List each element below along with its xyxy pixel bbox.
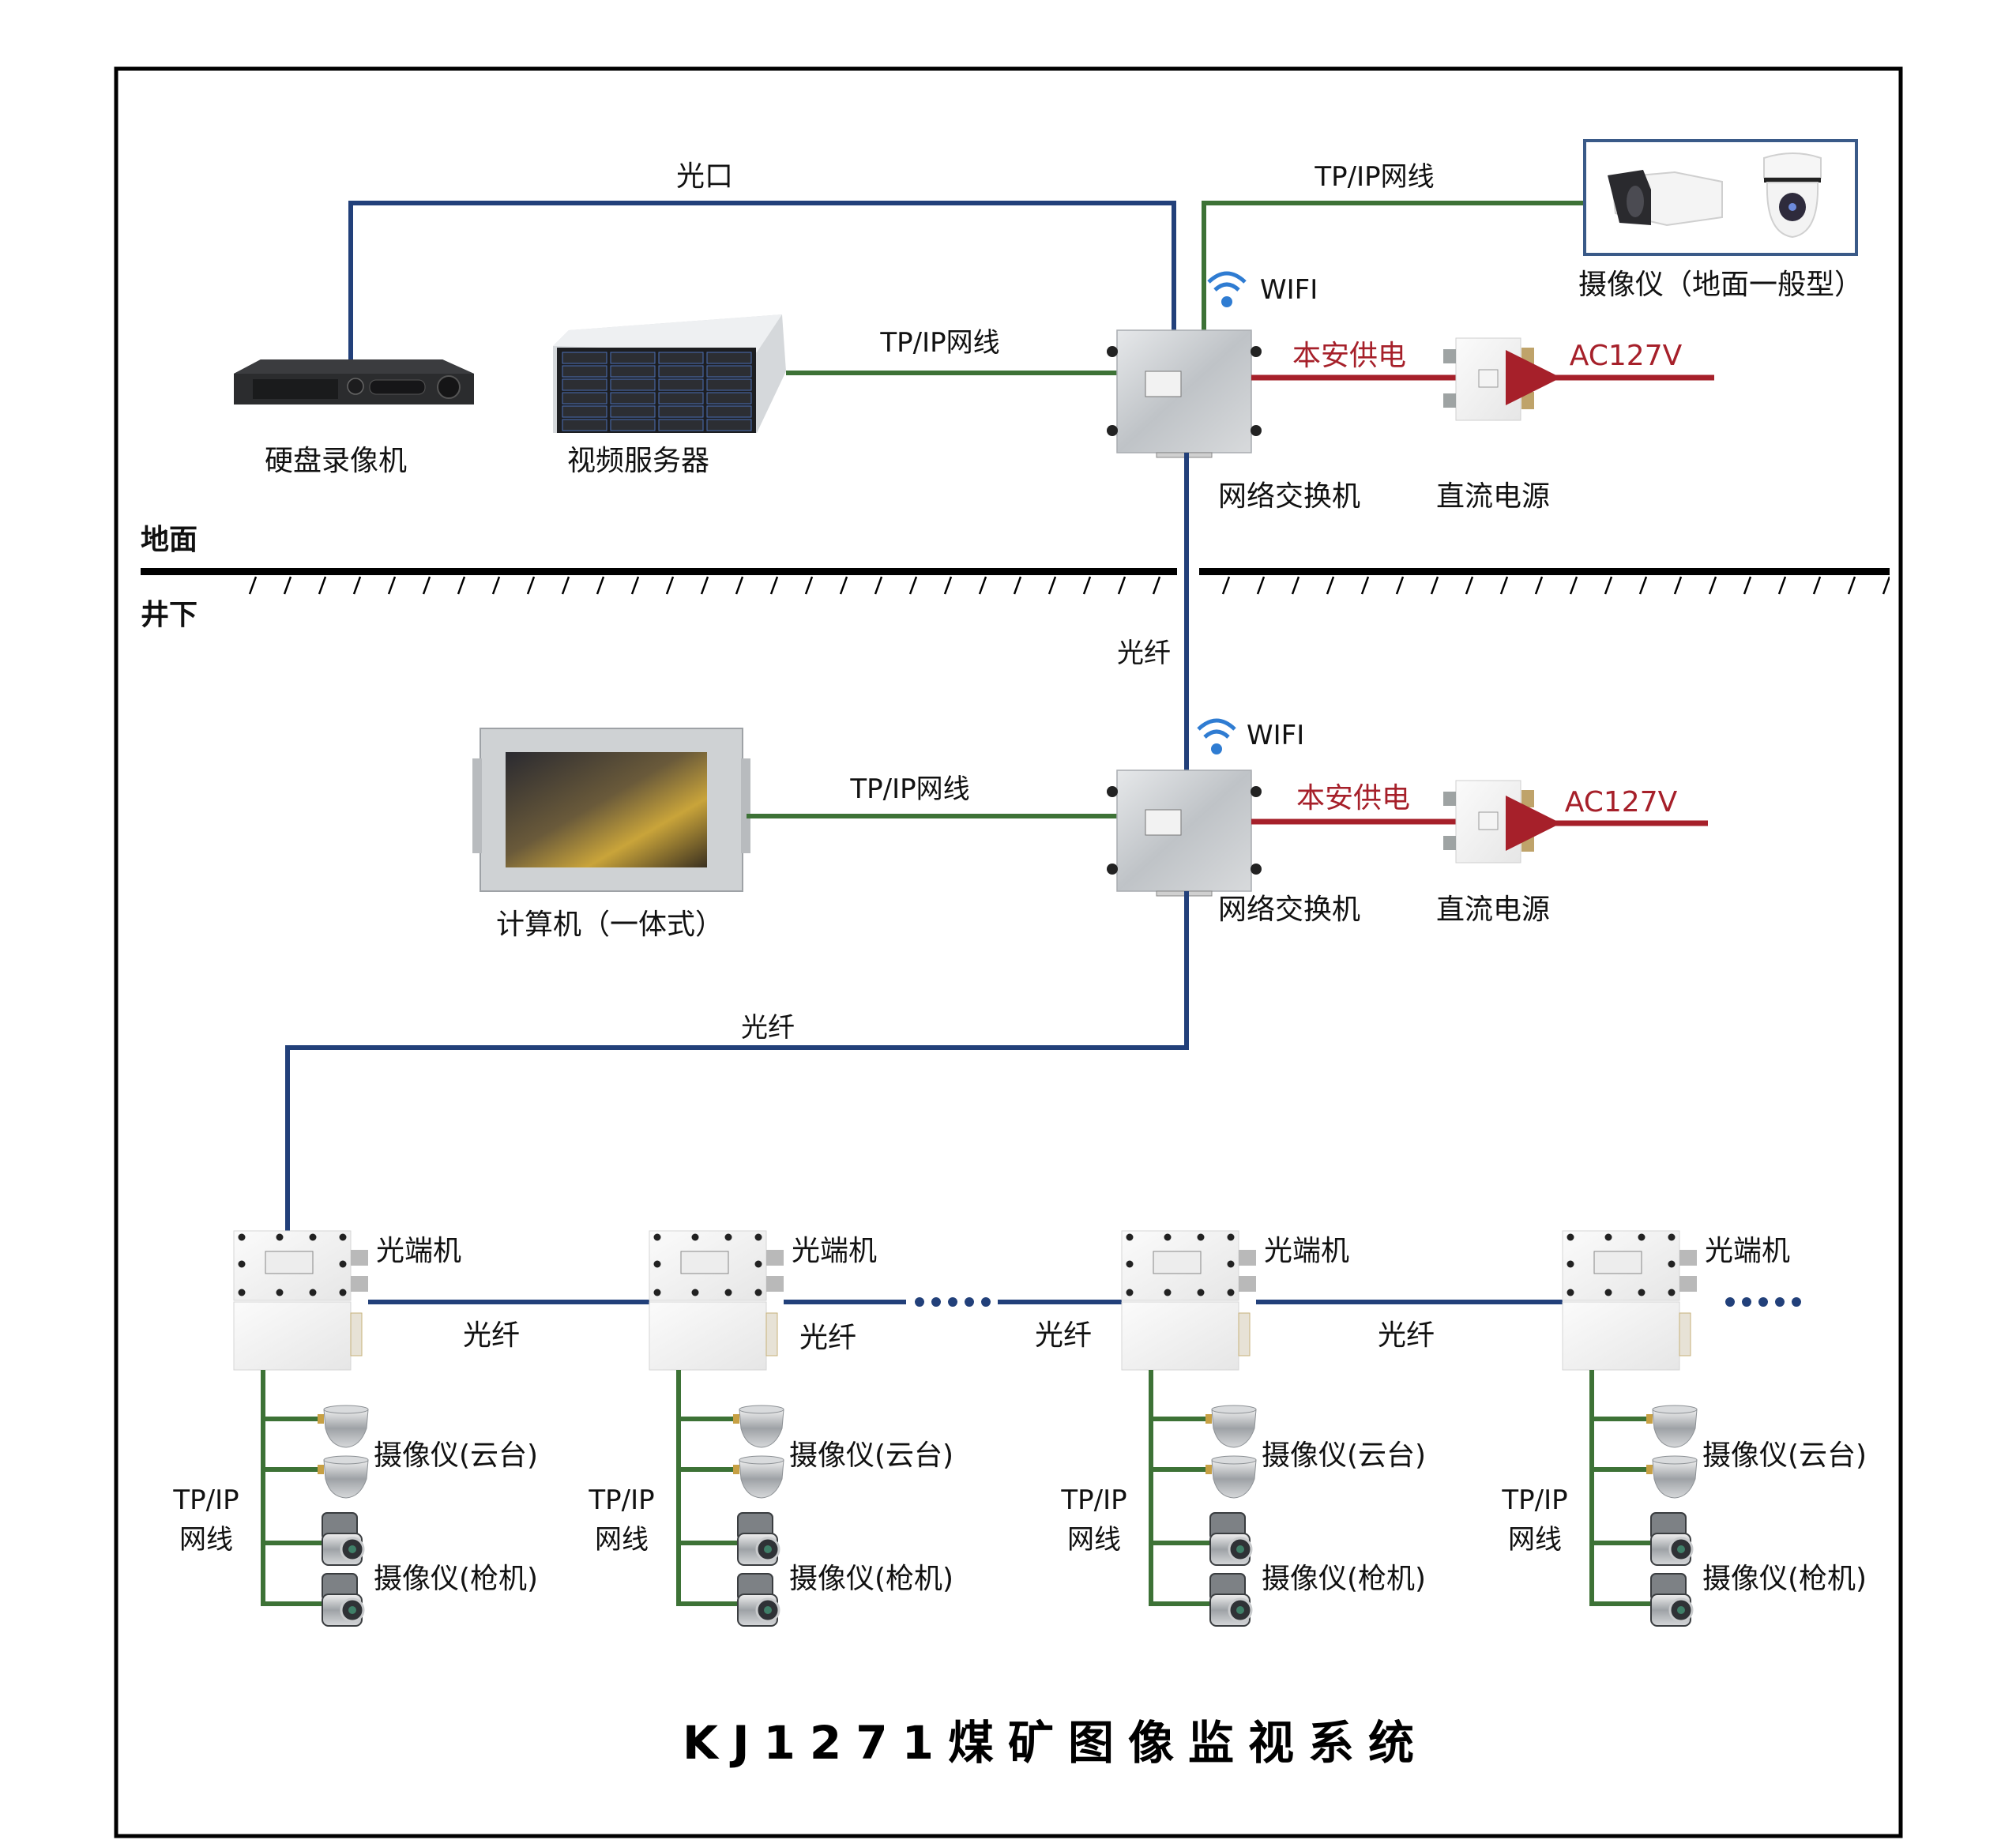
ptz-camera-icon bbox=[733, 1455, 784, 1499]
fiber-link-3-4-label: 光纤 bbox=[1378, 1319, 1435, 1352]
ptz-camera-icon bbox=[1205, 1455, 1257, 1499]
fiber-link-1-2-label: 光纤 bbox=[463, 1319, 520, 1352]
trunk-fiber-label: 光纤 bbox=[1117, 638, 1171, 669]
optical-terminal-device bbox=[233, 1230, 368, 1371]
underground-zone-label: 井下 bbox=[141, 599, 197, 631]
bullet-camera-icon bbox=[737, 1512, 780, 1566]
bullet-camera-label: 摄像仪(枪机) bbox=[1262, 1563, 1426, 1595]
surface-dc-power-device bbox=[1443, 337, 1534, 421]
surface-switch-label: 网络交换机 bbox=[1218, 480, 1360, 513]
underground-dc-power-device bbox=[1443, 780, 1534, 864]
bullet-camera-icon bbox=[737, 1573, 780, 1627]
bullet-camera-label: 摄像仪(枪机) bbox=[1702, 1563, 1867, 1595]
nvr-device bbox=[234, 359, 474, 404]
ptz-camera-icon bbox=[318, 1455, 369, 1499]
network-cable-label-line1: TP/IP bbox=[1060, 1484, 1126, 1516]
ptz-camera-icon bbox=[1205, 1405, 1257, 1448]
fiber-tail-dots bbox=[1725, 1297, 1801, 1307]
branch-fiber-label: 光纤 bbox=[741, 1012, 795, 1044]
ptz-camera-label: 摄像仪(云台) bbox=[374, 1439, 538, 1472]
bullet-camera-icon bbox=[1209, 1512, 1253, 1566]
surface-camera-label: 摄像仪（地面一般型） bbox=[1578, 269, 1863, 301]
ptz-camera-label: 摄像仪(云台) bbox=[1262, 1439, 1426, 1472]
underground-wifi-label: WIFI bbox=[1247, 720, 1304, 751]
ptz-camera-icon bbox=[733, 1405, 784, 1448]
optical-terminal-label: 光端机 bbox=[376, 1235, 461, 1267]
underground-ac-input-label: AC127V bbox=[1565, 786, 1678, 818]
bullet-camera-icon bbox=[322, 1573, 365, 1627]
surface-power-label: 直流电源 bbox=[1436, 480, 1550, 513]
industrial-computer-device bbox=[472, 728, 750, 892]
diagram-title: KJ1271煤矿图像监视系统 bbox=[683, 1716, 1428, 1770]
network-cable-label-line2: 网线 bbox=[1067, 1524, 1121, 1556]
video-server-device bbox=[553, 314, 786, 433]
ground-line-left bbox=[141, 568, 1177, 575]
branch-fiber bbox=[285, 891, 1189, 1232]
optical-terminal-device bbox=[1562, 1230, 1697, 1371]
fiber-link-ellipsis-3-label: 光纤 bbox=[1035, 1319, 1092, 1352]
surface-ac-input-label: AC127V bbox=[1570, 340, 1683, 372]
network-cable-label-line1: TP/IP bbox=[588, 1484, 654, 1516]
bullet-camera-label: 摄像仪(枪机) bbox=[789, 1563, 953, 1595]
server-switch-link-label: TP/IP网线 bbox=[879, 327, 999, 359]
computer-label: 计算机（一体式） bbox=[496, 909, 724, 941]
surface-zone-label: 地面 bbox=[141, 524, 197, 556]
computer-switch-link-label: TP/IP网线 bbox=[849, 773, 969, 805]
diagram-frame bbox=[114, 66, 1903, 1838]
ground-line-right bbox=[1199, 568, 1890, 575]
bullet-camera-label: 摄像仪(枪机) bbox=[374, 1563, 538, 1595]
surface-power-link-label: 本安供电 bbox=[1292, 340, 1406, 372]
optical-port-link bbox=[348, 201, 1176, 399]
ptz-camera-label: 摄像仪(云台) bbox=[789, 1439, 953, 1472]
fiber-link-2-3-label: 光纤 bbox=[799, 1322, 856, 1354]
network-cable-label-line1: TP/IP bbox=[172, 1484, 239, 1516]
ptz-camera-icon bbox=[1646, 1455, 1698, 1499]
nvr-label: 硬盘录像机 bbox=[265, 445, 407, 477]
underground-network-switch bbox=[1107, 769, 1262, 897]
surface-camera-link bbox=[1202, 201, 1585, 332]
bullet-camera-icon bbox=[1608, 170, 1723, 227]
ground-hatch-left bbox=[237, 575, 1177, 596]
video-server-label: 视频服务器 bbox=[567, 445, 709, 477]
surface-camera-group bbox=[1583, 139, 1858, 256]
underground-power-label: 直流电源 bbox=[1436, 894, 1550, 926]
network-cable-label-line2: 网线 bbox=[1508, 1524, 1562, 1556]
ptz-camera-icon bbox=[318, 1405, 369, 1448]
ptz-camera-label: 摄像仪(云台) bbox=[1702, 1439, 1867, 1472]
optical-port-label: 光口 bbox=[676, 160, 733, 193]
bullet-camera-icon bbox=[1650, 1512, 1694, 1566]
underground-power-link-label: 本安供电 bbox=[1296, 782, 1410, 815]
bullet-camera-icon bbox=[322, 1512, 365, 1566]
network-cable-label-line2: 网线 bbox=[595, 1524, 649, 1556]
optical-terminal-device bbox=[649, 1230, 784, 1371]
network-cable-label-line2: 网线 bbox=[179, 1524, 233, 1556]
surface-wifi-icon bbox=[1207, 271, 1247, 307]
dome-camera-icon bbox=[1763, 152, 1822, 239]
optical-terminal-device bbox=[1121, 1230, 1256, 1371]
bullet-camera-icon bbox=[1209, 1573, 1253, 1627]
surface-network-switch bbox=[1107, 329, 1262, 458]
bullet-camera-icon bbox=[1650, 1573, 1694, 1627]
ptz-camera-icon bbox=[1646, 1405, 1698, 1448]
fiber-ellipsis-dots bbox=[915, 1297, 991, 1307]
surface-camera-link-label: TP/IP网线 bbox=[1314, 161, 1434, 193]
surface-wifi-label: WIFI bbox=[1260, 274, 1318, 306]
ground-hatch-right bbox=[1199, 575, 1890, 596]
optical-terminal-label: 光端机 bbox=[1705, 1235, 1790, 1267]
optical-terminal-label: 光端机 bbox=[792, 1235, 877, 1267]
underground-wifi-icon bbox=[1197, 718, 1236, 754]
underground-switch-label: 网络交换机 bbox=[1218, 894, 1360, 926]
network-cable-label-line1: TP/IP bbox=[1501, 1484, 1567, 1516]
optical-terminal-label: 光端机 bbox=[1264, 1235, 1349, 1267]
